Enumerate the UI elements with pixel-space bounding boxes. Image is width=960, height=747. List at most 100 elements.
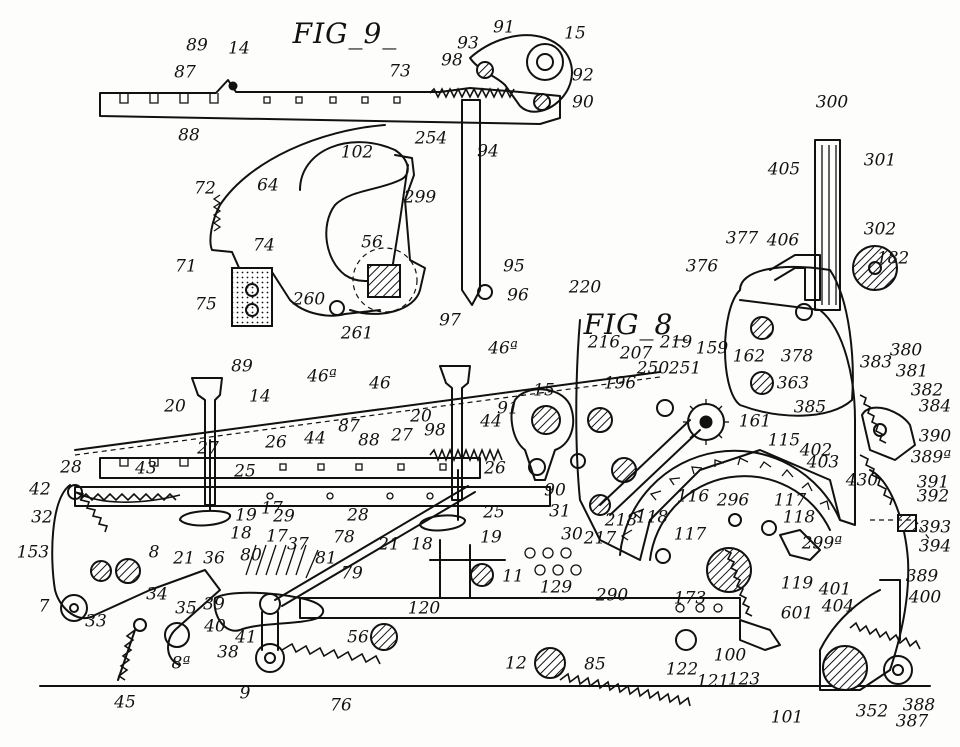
- numeral-216: 216: [587, 332, 621, 353]
- shaft-15-fig8: [531, 405, 561, 435]
- shaft-376: [750, 316, 774, 340]
- shaft-216: [587, 407, 613, 433]
- numeral-101: 101: [770, 707, 804, 728]
- numeral-71: 71: [175, 256, 197, 277]
- numeral-381: 381: [895, 361, 929, 382]
- shaft-56-circle: [352, 247, 418, 313]
- numeral-389a: 389ª: [910, 447, 952, 468]
- numeral-98-top: 98: [441, 50, 463, 71]
- numeral-73: 73: [389, 61, 411, 82]
- numeral-21-r: 21: [378, 534, 400, 555]
- pivot-9-center: [264, 652, 276, 664]
- numeral-300: 300: [815, 92, 849, 113]
- numeral-17-a: 17: [261, 498, 283, 519]
- pin-117-l: [655, 548, 671, 564]
- pivot-9: [255, 643, 285, 673]
- table-46: [74, 371, 661, 451]
- numeral-430: 430: [845, 470, 879, 491]
- numeral-25-l: 25: [234, 461, 256, 482]
- numeral-402: 402: [799, 440, 833, 461]
- numeral-39: 39: [203, 594, 225, 615]
- shaft-352: [822, 645, 868, 691]
- numeral-301: 301: [863, 150, 897, 171]
- shaft-11: [470, 563, 494, 587]
- numeral-401: 401: [818, 579, 852, 600]
- numeral-76: 76: [330, 695, 352, 716]
- numeral-290: 290: [595, 585, 629, 606]
- shaft-153: [90, 560, 112, 582]
- shaft-56: [367, 264, 401, 298]
- shaft-56-fig8: [370, 623, 398, 651]
- numeral-8: 8: [148, 542, 160, 563]
- rod-300-lines: [821, 145, 837, 305]
- cam-102: [299, 141, 409, 282]
- star-wheel-159-hub: [699, 415, 713, 429]
- numeral-80: 80: [240, 545, 262, 566]
- numeral-394: 394: [918, 536, 952, 557]
- numeral-207: 207: [619, 343, 653, 364]
- spring-404: [849, 621, 921, 650]
- numeral-44-r: 44: [480, 411, 502, 432]
- bracket-406: [769, 254, 821, 301]
- lever-389: [819, 469, 910, 691]
- numeral-44-l: 44: [304, 428, 326, 449]
- numeral-161: 161: [738, 411, 772, 432]
- screw-90: [533, 93, 551, 111]
- numeral-64: 64: [257, 175, 279, 196]
- pivot-39: [259, 593, 281, 615]
- pin-219: [656, 399, 674, 417]
- spring-430: [859, 454, 893, 506]
- numeral-15-top: 15: [564, 23, 586, 44]
- numeral-100: 100: [713, 645, 747, 666]
- numeral-91-top: 91: [493, 17, 515, 38]
- numeral-363: 363: [776, 373, 810, 394]
- numeral-92: 92: [572, 65, 594, 86]
- numeral-117-r: 117: [773, 490, 807, 511]
- pin-296: [728, 513, 742, 527]
- plate-378: [724, 265, 854, 417]
- bar-87-fig8-notches: [119, 458, 189, 467]
- numeral-250: 250: [636, 358, 670, 379]
- screw-90-fig8: [528, 458, 546, 476]
- shaft-207: [611, 457, 637, 483]
- numeral-38: 38: [217, 642, 239, 663]
- numeral-28-mid: 28: [347, 505, 369, 526]
- numeral-75: 75: [195, 294, 217, 315]
- numeral-251: 251: [668, 358, 702, 379]
- numeral-404: 404: [821, 596, 855, 617]
- pivot-7: [60, 594, 88, 622]
- shaft-363: [750, 371, 774, 395]
- numeral-37: 37: [287, 534, 309, 555]
- arm-299a: [779, 529, 821, 561]
- numeral-218: 218: [604, 510, 638, 531]
- bar-120-holes: [675, 603, 723, 613]
- numeral-102: 102: [340, 142, 374, 163]
- numeral-31: 31: [549, 501, 571, 522]
- numeral-98-mid: 98: [424, 420, 446, 441]
- numeral-90-mid: 90: [544, 480, 566, 501]
- numeral-40: 40: [204, 616, 226, 637]
- key-lever-20-left: [191, 377, 223, 506]
- numeral-95: 95: [503, 256, 525, 277]
- numeral-117-l: 117: [673, 524, 707, 545]
- numeral-217: 217: [583, 528, 617, 549]
- numeral-382: 382: [910, 380, 944, 401]
- numeral-28-top: 28: [60, 457, 82, 478]
- numeral-182: 182: [876, 248, 910, 269]
- pawl-380: [861, 406, 916, 461]
- numeral-72: 72: [194, 178, 216, 199]
- fingers-80: [245, 544, 319, 579]
- block-393: [897, 514, 917, 532]
- numeral-17-b: 17: [266, 526, 288, 547]
- bar-87-notches: [119, 93, 219, 104]
- link-78-b: [281, 491, 476, 607]
- numeral-390: 390: [918, 426, 952, 447]
- numeral-383: 383: [859, 352, 893, 373]
- numeral-296: 296: [716, 490, 750, 511]
- pivot-388: [883, 655, 913, 685]
- pivot-122: [675, 629, 697, 651]
- numeral-79: 79: [341, 563, 363, 584]
- numeral-120: 120: [407, 598, 441, 619]
- numeral-78: 78: [333, 527, 355, 548]
